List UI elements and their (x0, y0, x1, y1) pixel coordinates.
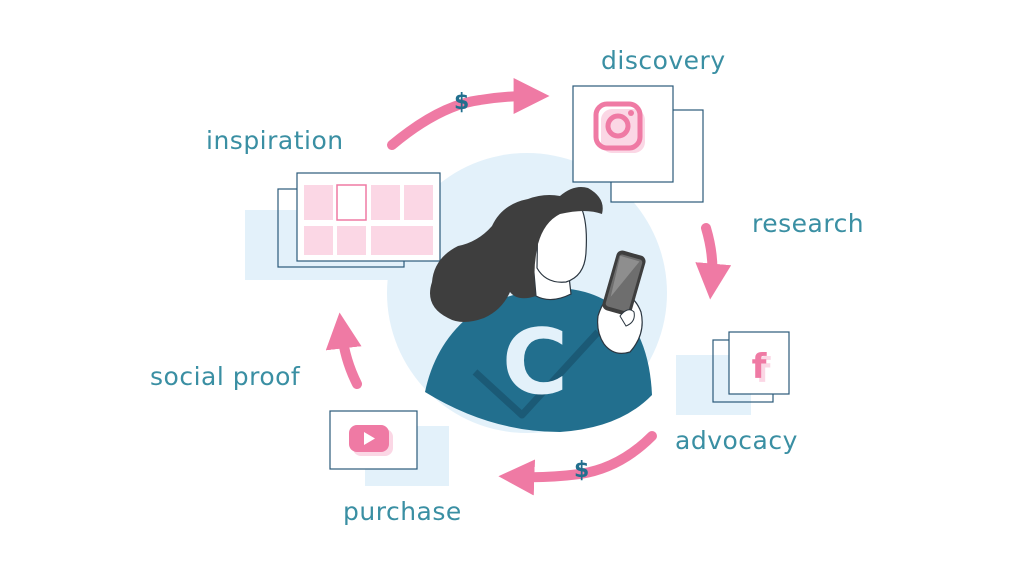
arrow-inspiration-to-discovery (387, 78, 550, 150)
person-hair (430, 187, 603, 322)
shirt-chevron (472, 329, 601, 419)
label-purchase: purchase (343, 497, 462, 526)
arrow-advocacy-to-purchase (498, 431, 657, 496)
dollar-sign-top: $ (454, 90, 470, 115)
brand-c-logo: C (502, 310, 568, 415)
label-inspiration: inspiration (206, 126, 344, 155)
discovery-card (572, 85, 704, 203)
label-research: research (752, 209, 865, 238)
instagram-icon (593, 101, 645, 153)
label-advocacy: advocacy (675, 426, 798, 455)
person-shirt (425, 288, 652, 432)
facebook-icon: f f (752, 347, 772, 391)
arrow-discovery-to-research (695, 223, 732, 300)
person-with-phone: C (425, 187, 652, 432)
dollar-sign-bottom: $ (574, 458, 590, 483)
label-discovery: discovery (601, 46, 726, 75)
purchase-card (329, 410, 449, 486)
svg-text:f: f (756, 351, 772, 391)
person-thumb (619, 309, 635, 327)
advocacy-card: f f (676, 331, 790, 415)
label-social-proof: social proof (150, 362, 301, 391)
arrow-socialproof-to-inspiration (325, 312, 362, 389)
inspiration-card (245, 172, 441, 280)
svg-text:f: f (752, 347, 768, 387)
image-grid-icon (304, 184, 433, 255)
person-face (536, 204, 587, 283)
youtube-icon (349, 425, 393, 456)
phone-icon (602, 250, 646, 316)
advocacy-card-front (728, 331, 790, 395)
